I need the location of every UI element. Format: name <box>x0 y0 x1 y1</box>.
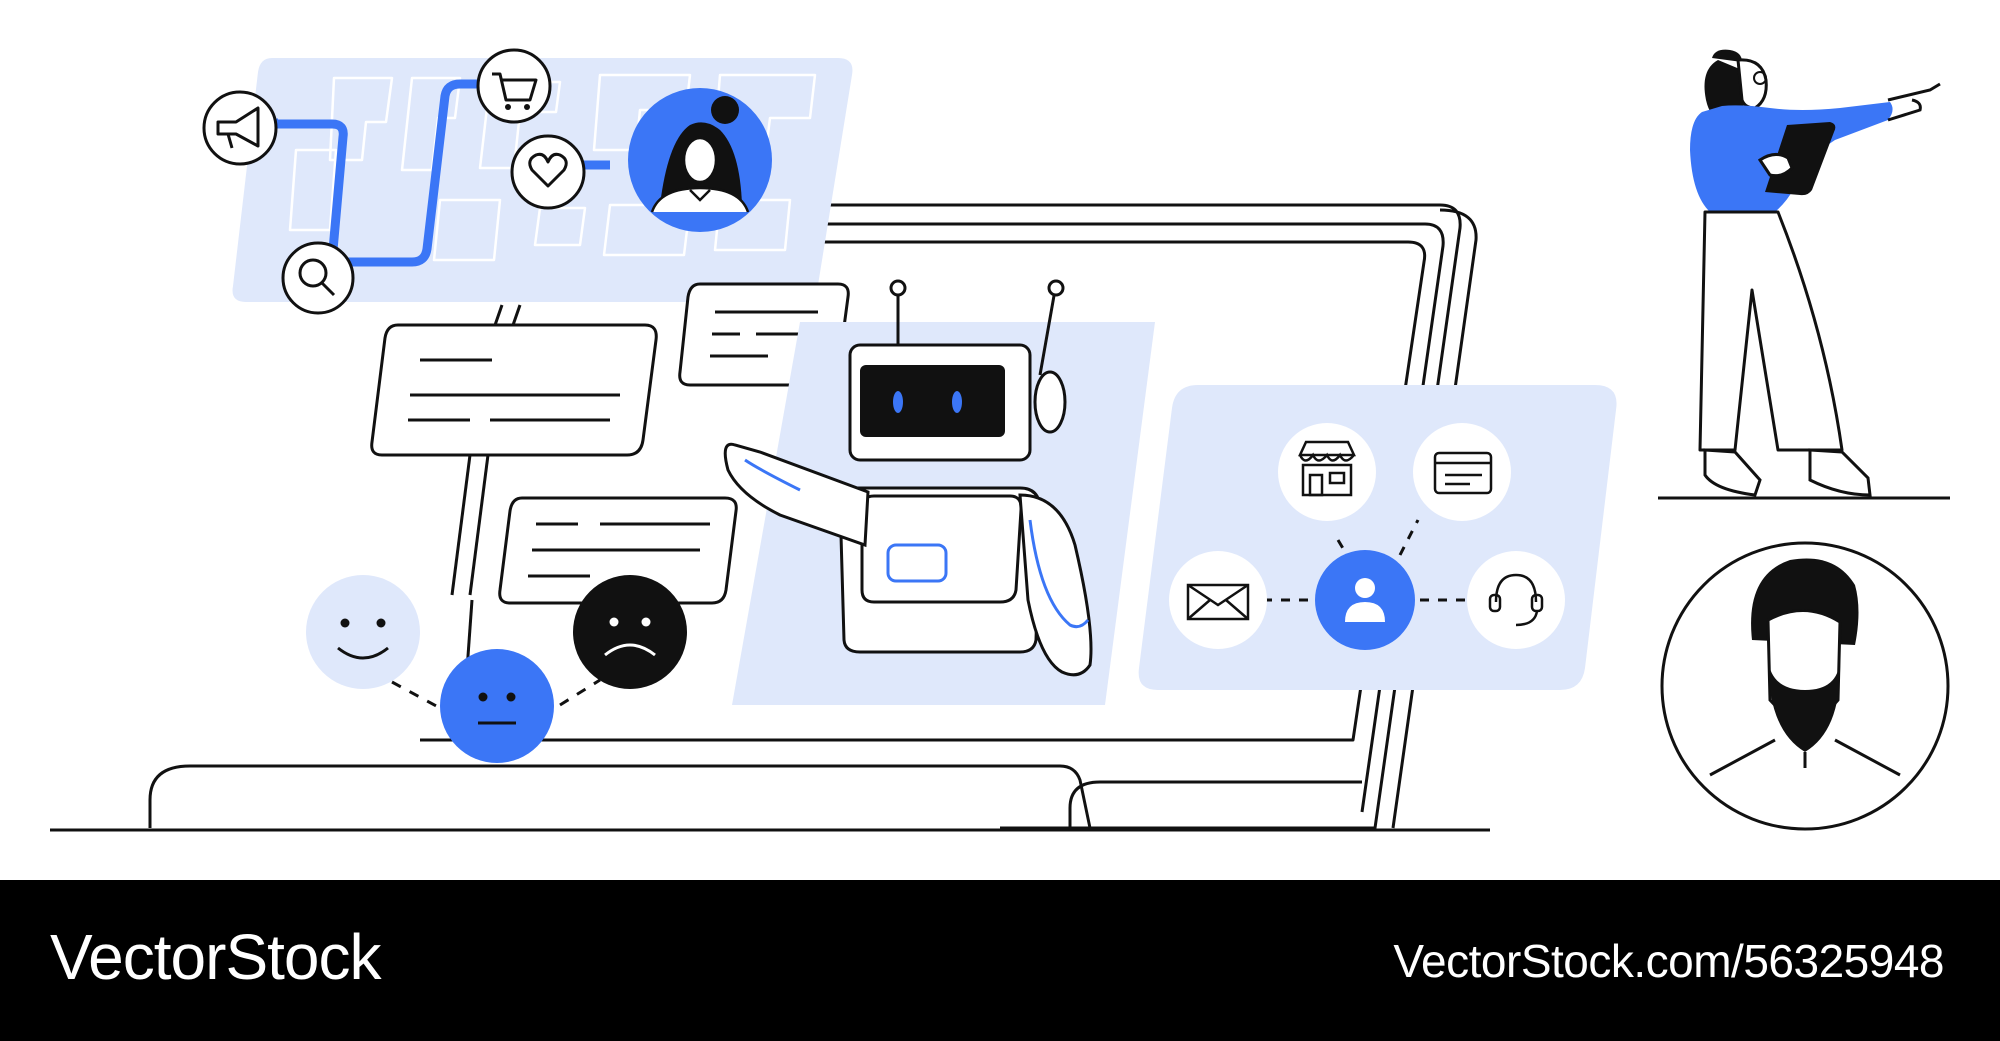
image-url-text: VectorStock.com/56325948 <box>1393 935 1944 987</box>
brand-logo-text: VectorStock <box>50 921 381 993</box>
cart-icon <box>476 48 552 124</box>
sad-face-icon <box>573 575 687 689</box>
heart-icon <box>510 134 586 210</box>
neutral-face-icon <box>440 649 554 763</box>
footer-bar: VectorStock VectorStock.com/56325948 <box>0 880 2000 1041</box>
happy-face-icon <box>306 575 420 689</box>
headset-icon <box>1467 551 1565 649</box>
customer-avatar-icon <box>628 88 772 232</box>
megaphone-icon <box>202 90 278 166</box>
user-icon <box>1315 550 1415 650</box>
bearded-man-avatar <box>1660 541 1950 831</box>
woman-with-tablet <box>1658 49 1950 500</box>
chat-bubble-small <box>498 496 738 605</box>
laptop <box>50 203 1490 832</box>
illustration <box>50 48 1950 832</box>
store-icon <box>1278 423 1376 521</box>
robot <box>723 279 1155 705</box>
browser-window-icon <box>1413 423 1511 521</box>
chat-bubble-large <box>370 323 658 457</box>
mail-icon <box>1169 551 1267 649</box>
search-icon <box>281 241 355 315</box>
